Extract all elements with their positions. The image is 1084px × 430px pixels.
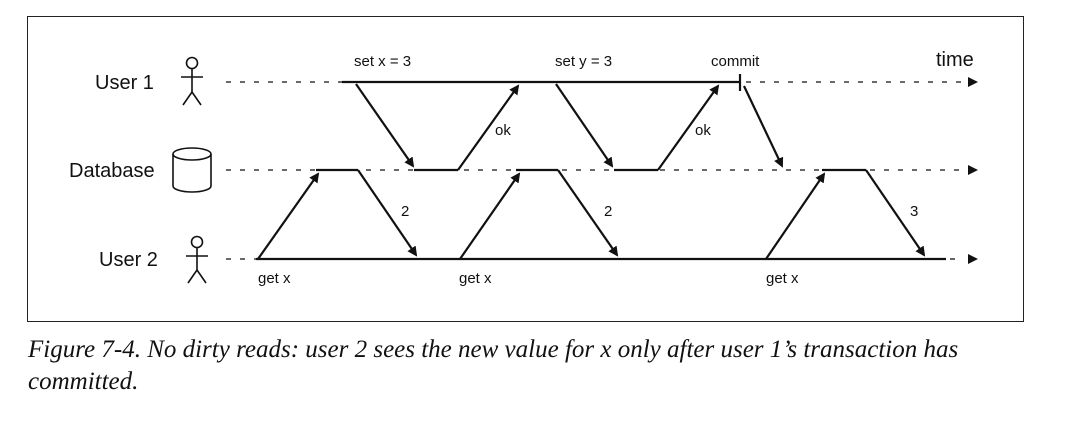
label-return-2: 2 <box>604 203 612 220</box>
figure-frame <box>27 16 1024 322</box>
person-icon-user1 <box>181 56 203 106</box>
arrow-commit <box>743 85 784 168</box>
user2-timeline-arrowhead <box>968 254 978 264</box>
label-set-x: set x = 3 <box>354 53 411 70</box>
database-timeline-arrowhead <box>968 165 978 175</box>
arrow-set-y-ok <box>657 84 720 171</box>
actor-database-label: Database <box>69 160 155 182</box>
user1-timeline-arrowhead <box>968 77 978 87</box>
arrow-get-x-3-response <box>865 169 926 257</box>
arrow-get-x-3-request <box>765 172 826 260</box>
label-get-x-2: get x <box>459 270 492 287</box>
actor-user1-label: User 1 <box>95 72 154 94</box>
label-return-1: 2 <box>401 203 409 220</box>
arrow-get-x-1-request <box>257 172 320 260</box>
arrow-get-x-2-response <box>557 169 619 257</box>
label-ok-2: ok <box>695 122 711 139</box>
arrow-get-x-2-request <box>459 172 521 260</box>
label-ok-1: ok <box>495 122 511 139</box>
label-get-x-3: get x <box>766 270 799 287</box>
sequence-diagram: User 1 Database User 2 <box>69 49 978 287</box>
person-icon-user2 <box>186 235 208 284</box>
label-commit: commit <box>711 53 760 70</box>
label-set-y: set y = 3 <box>555 53 612 70</box>
arrow-set-x-request <box>355 83 415 168</box>
label-get-x-1: get x <box>258 270 291 287</box>
arrow-get-x-1-response <box>357 169 418 257</box>
label-time: time <box>936 49 974 71</box>
arrow-set-y-request <box>555 83 614 168</box>
label-return-3: 3 <box>910 203 918 220</box>
arrow-set-x-ok <box>457 84 520 171</box>
figure-caption: Figure 7-4. No dirty reads: user 2 sees … <box>28 336 959 395</box>
database-icon <box>172 147 212 193</box>
actor-user2-label: User 2 <box>99 249 158 271</box>
